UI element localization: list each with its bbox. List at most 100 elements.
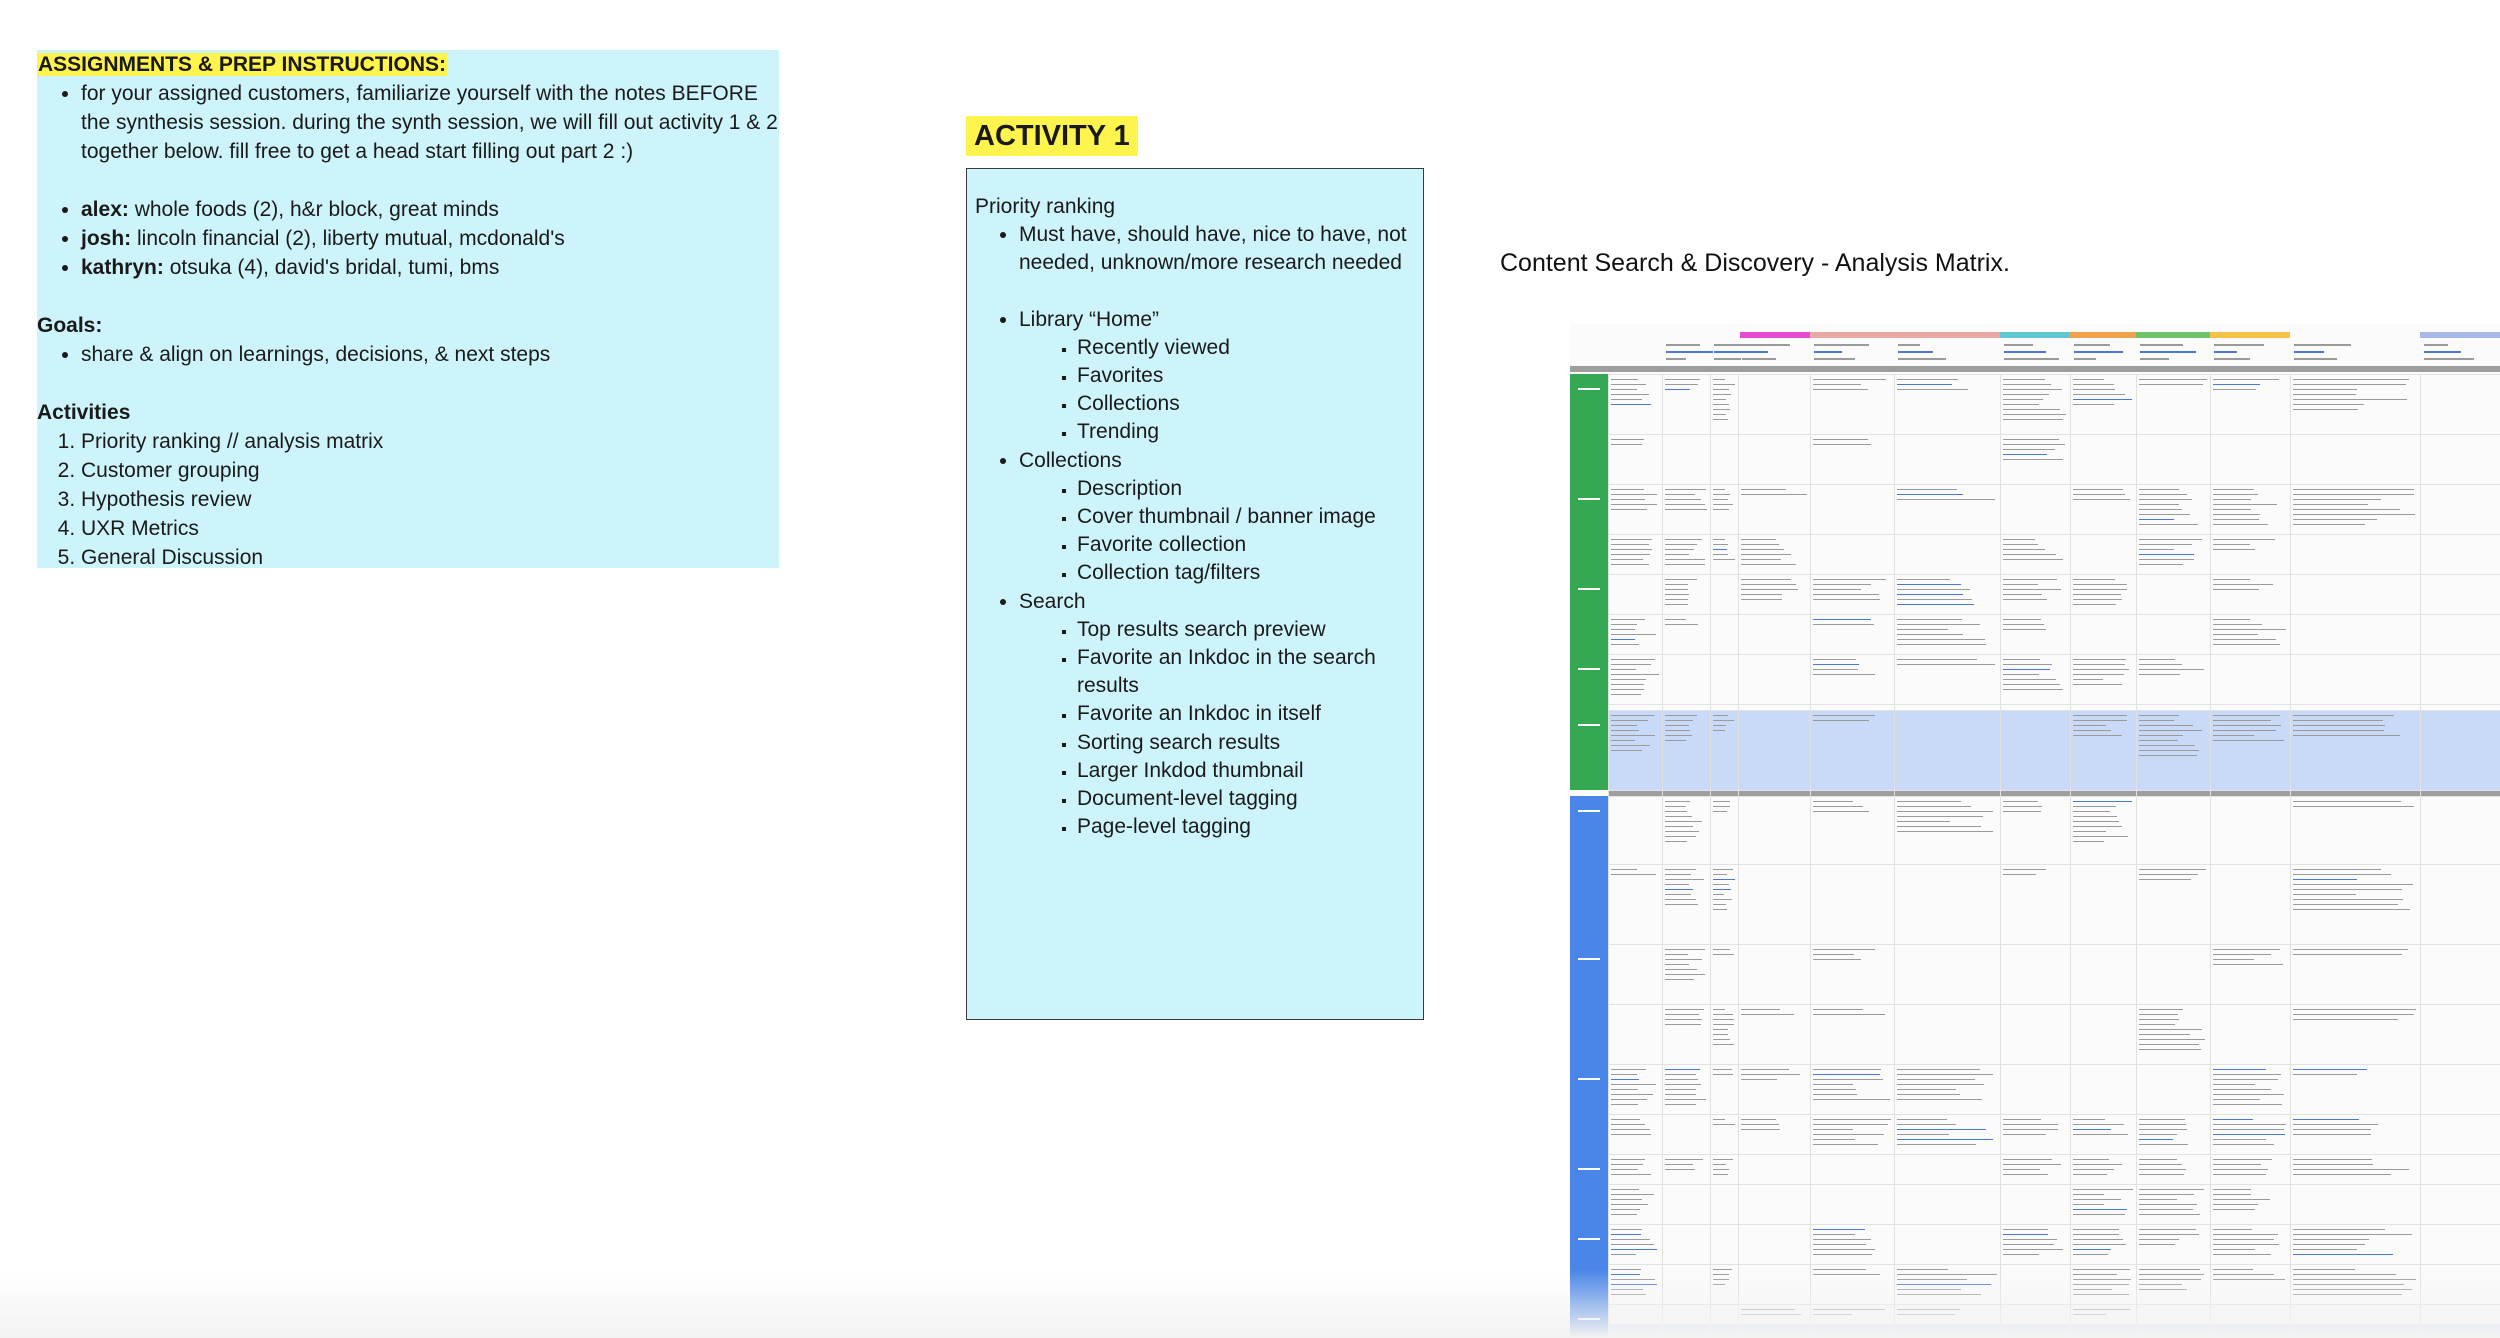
matrix-cell-text xyxy=(2293,1239,2370,1241)
matrix-cell-text xyxy=(2293,1229,2385,1231)
assignments-sticky-note[interactable]: ASSIGNMENTS & PREP INSTRUCTIONS: for you… xyxy=(37,50,779,569)
matrix-header-text xyxy=(1666,358,1686,360)
matrix-cell-text xyxy=(1611,659,1656,661)
goals-list: share & align on learnings, decisions, &… xyxy=(37,340,779,369)
feature-item: Trending xyxy=(1077,418,1423,446)
matrix-cell-text xyxy=(2139,735,2183,737)
matrix-header-text xyxy=(1814,344,1869,346)
canvas-bottom-shadow xyxy=(0,1270,2500,1338)
matrix-cell-text xyxy=(2003,459,2064,461)
matrix-cell-text xyxy=(1665,1019,1703,1021)
matrix-cell-text xyxy=(1665,811,1687,813)
assignee-name: alex: xyxy=(81,198,129,221)
matrix-cell-text xyxy=(1611,1254,1636,1256)
matrix-header-text xyxy=(2424,344,2448,346)
feature-item: Page-level tagging xyxy=(1077,813,1423,841)
matrix-cell-text xyxy=(2003,869,2046,871)
matrix-cell-text xyxy=(2293,1174,2392,1176)
matrix-cell-text xyxy=(2073,836,2128,838)
matrix-cell-text xyxy=(1611,494,1657,496)
matrix-cell-text xyxy=(1665,879,1705,881)
matrix-cell-text xyxy=(2139,524,2199,526)
matrix-cell-text xyxy=(2293,504,2369,506)
matrix-cell-text xyxy=(2073,594,2121,596)
feature-item: Document-level tagging xyxy=(1077,785,1423,813)
matrix-cell-text xyxy=(2003,399,2043,401)
assignee-name: kathryn: xyxy=(81,256,164,279)
matrix-cell-text xyxy=(2073,664,2125,666)
matrix-cell-text xyxy=(1611,394,1650,396)
matrix-cell-text xyxy=(2213,494,2259,496)
matrix-cell-text xyxy=(2073,404,2114,406)
matrix-cell-text xyxy=(1665,1079,1699,1081)
matrix-header-text xyxy=(1714,358,1741,360)
matrix-cell-text xyxy=(1741,1079,1777,1081)
goals-heading: Goals: xyxy=(37,314,103,337)
matrix-cell-text xyxy=(2073,1134,2129,1136)
matrix-cell-text xyxy=(2003,544,2039,546)
activity-1-sticky-note[interactable]: Priority ranking Must have, should have,… xyxy=(966,168,1424,1020)
matrix-cell-text xyxy=(1713,806,1730,808)
matrix-cell-text xyxy=(2139,1194,2194,1196)
matrix-cell-text xyxy=(2213,619,2251,621)
matrix-header-text xyxy=(2214,358,2250,360)
matrix-cell-text xyxy=(1897,1074,1994,1076)
feature-group-label: Library “Home” xyxy=(1019,307,1160,331)
matrix-header-text xyxy=(1742,358,1776,360)
matrix-cell-text xyxy=(1665,826,1693,828)
matrix-cell-text xyxy=(1665,831,1699,833)
matrix-cell-text xyxy=(1897,639,1985,641)
matrix-side-label xyxy=(1578,388,1600,390)
matrix-cell-text xyxy=(2293,499,2381,501)
matrix-cell-text xyxy=(2139,1129,2188,1131)
matrix-grid-row xyxy=(1608,864,2500,865)
matrix-cell-text xyxy=(1611,730,1639,732)
matrix-cell-text xyxy=(1741,489,1787,491)
matrix-header-text xyxy=(2140,358,2169,360)
matrix-cell-text xyxy=(1813,384,1862,386)
matrix-cell-text xyxy=(2073,821,2119,823)
matrix-cell-text xyxy=(1897,1119,1948,1121)
matrix-cell-text xyxy=(1713,489,1725,491)
matrix-grid-row xyxy=(1608,534,2500,535)
matrix-cell-text xyxy=(2293,949,2408,951)
matrix-cell-text xyxy=(2139,539,2202,541)
assignee-item: josh: lincoln financial (2), liberty mut… xyxy=(81,224,779,253)
matrix-cell-text xyxy=(2213,639,2277,641)
matrix-header-divider xyxy=(1570,366,2500,372)
matrix-header-text xyxy=(1898,344,1920,346)
matrix-cell-text xyxy=(1897,1134,1949,1136)
activity-item: Customer grouping xyxy=(81,456,779,485)
matrix-cell-text xyxy=(1897,619,1963,621)
matrix-cell-text xyxy=(1813,1079,1884,1081)
matrix-cell-text xyxy=(1611,1099,1647,1101)
matrix-cell-text xyxy=(1665,544,1698,546)
matrix-cell-text xyxy=(1611,674,1659,676)
matrix-cell-text xyxy=(2003,549,2045,551)
matrix-cell-text xyxy=(1713,409,1731,411)
matrix-cell-text xyxy=(1611,1214,1638,1216)
matrix-cell-text xyxy=(2213,1159,2272,1161)
matrix-cell-text xyxy=(2293,904,2399,906)
activity-item: UXR Metrics xyxy=(81,514,779,543)
matrix-cell-text xyxy=(2213,1134,2285,1136)
matrix-cell-text xyxy=(2003,689,2063,691)
matrix-cell-text xyxy=(2003,811,2042,813)
matrix-cell-text xyxy=(1741,1009,1780,1011)
matrix-cell-text xyxy=(1713,1009,1726,1011)
matrix-cell-text xyxy=(2139,1204,2197,1206)
matrix-highlight-row xyxy=(1608,710,2500,790)
matrix-cell-text xyxy=(2073,1129,2111,1131)
matrix-grid-row xyxy=(1608,434,2500,435)
matrix-cell-text xyxy=(2139,1119,2186,1121)
matrix-cell-text xyxy=(2139,1234,2200,1236)
matrix-cell-text xyxy=(2003,589,2061,591)
matrix-cell-text xyxy=(1611,679,1647,681)
matrix-cell-text xyxy=(2073,811,2111,813)
analysis-matrix-spreadsheet[interactable] xyxy=(1570,324,2500,1338)
matrix-cell-text xyxy=(1741,579,1792,581)
matrix-cell-text xyxy=(1741,559,1782,561)
matrix-grid-col xyxy=(1608,374,1609,1338)
matrix-grid-row xyxy=(1608,614,2500,615)
